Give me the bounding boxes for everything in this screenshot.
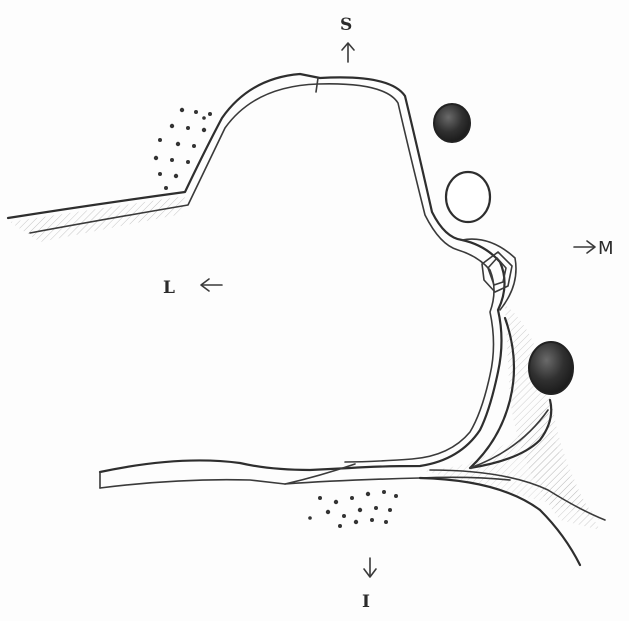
tube-wall-right [462, 239, 516, 310]
dark-node-upper [434, 104, 470, 142]
inferior-label: I [362, 592, 370, 612]
superior-label: S [340, 15, 352, 35]
stipple-upper-left [154, 108, 212, 190]
light-node [446, 172, 490, 222]
stipple-bottom [308, 490, 398, 528]
main-outline-inner [30, 84, 494, 462]
lateral-label: L [163, 278, 175, 298]
arrow-down-icon [364, 558, 376, 577]
arrow-left-icon [201, 279, 222, 291]
medial-label: M [598, 238, 614, 259]
main-outline-outer [8, 74, 505, 472]
top-notch [316, 78, 318, 92]
lower-right-shading [420, 400, 600, 520]
arrow-up-icon [342, 43, 354, 62]
dark-node-lower [529, 342, 573, 394]
arrow-right-icon [574, 241, 595, 253]
upper-left-shading [10, 196, 185, 242]
